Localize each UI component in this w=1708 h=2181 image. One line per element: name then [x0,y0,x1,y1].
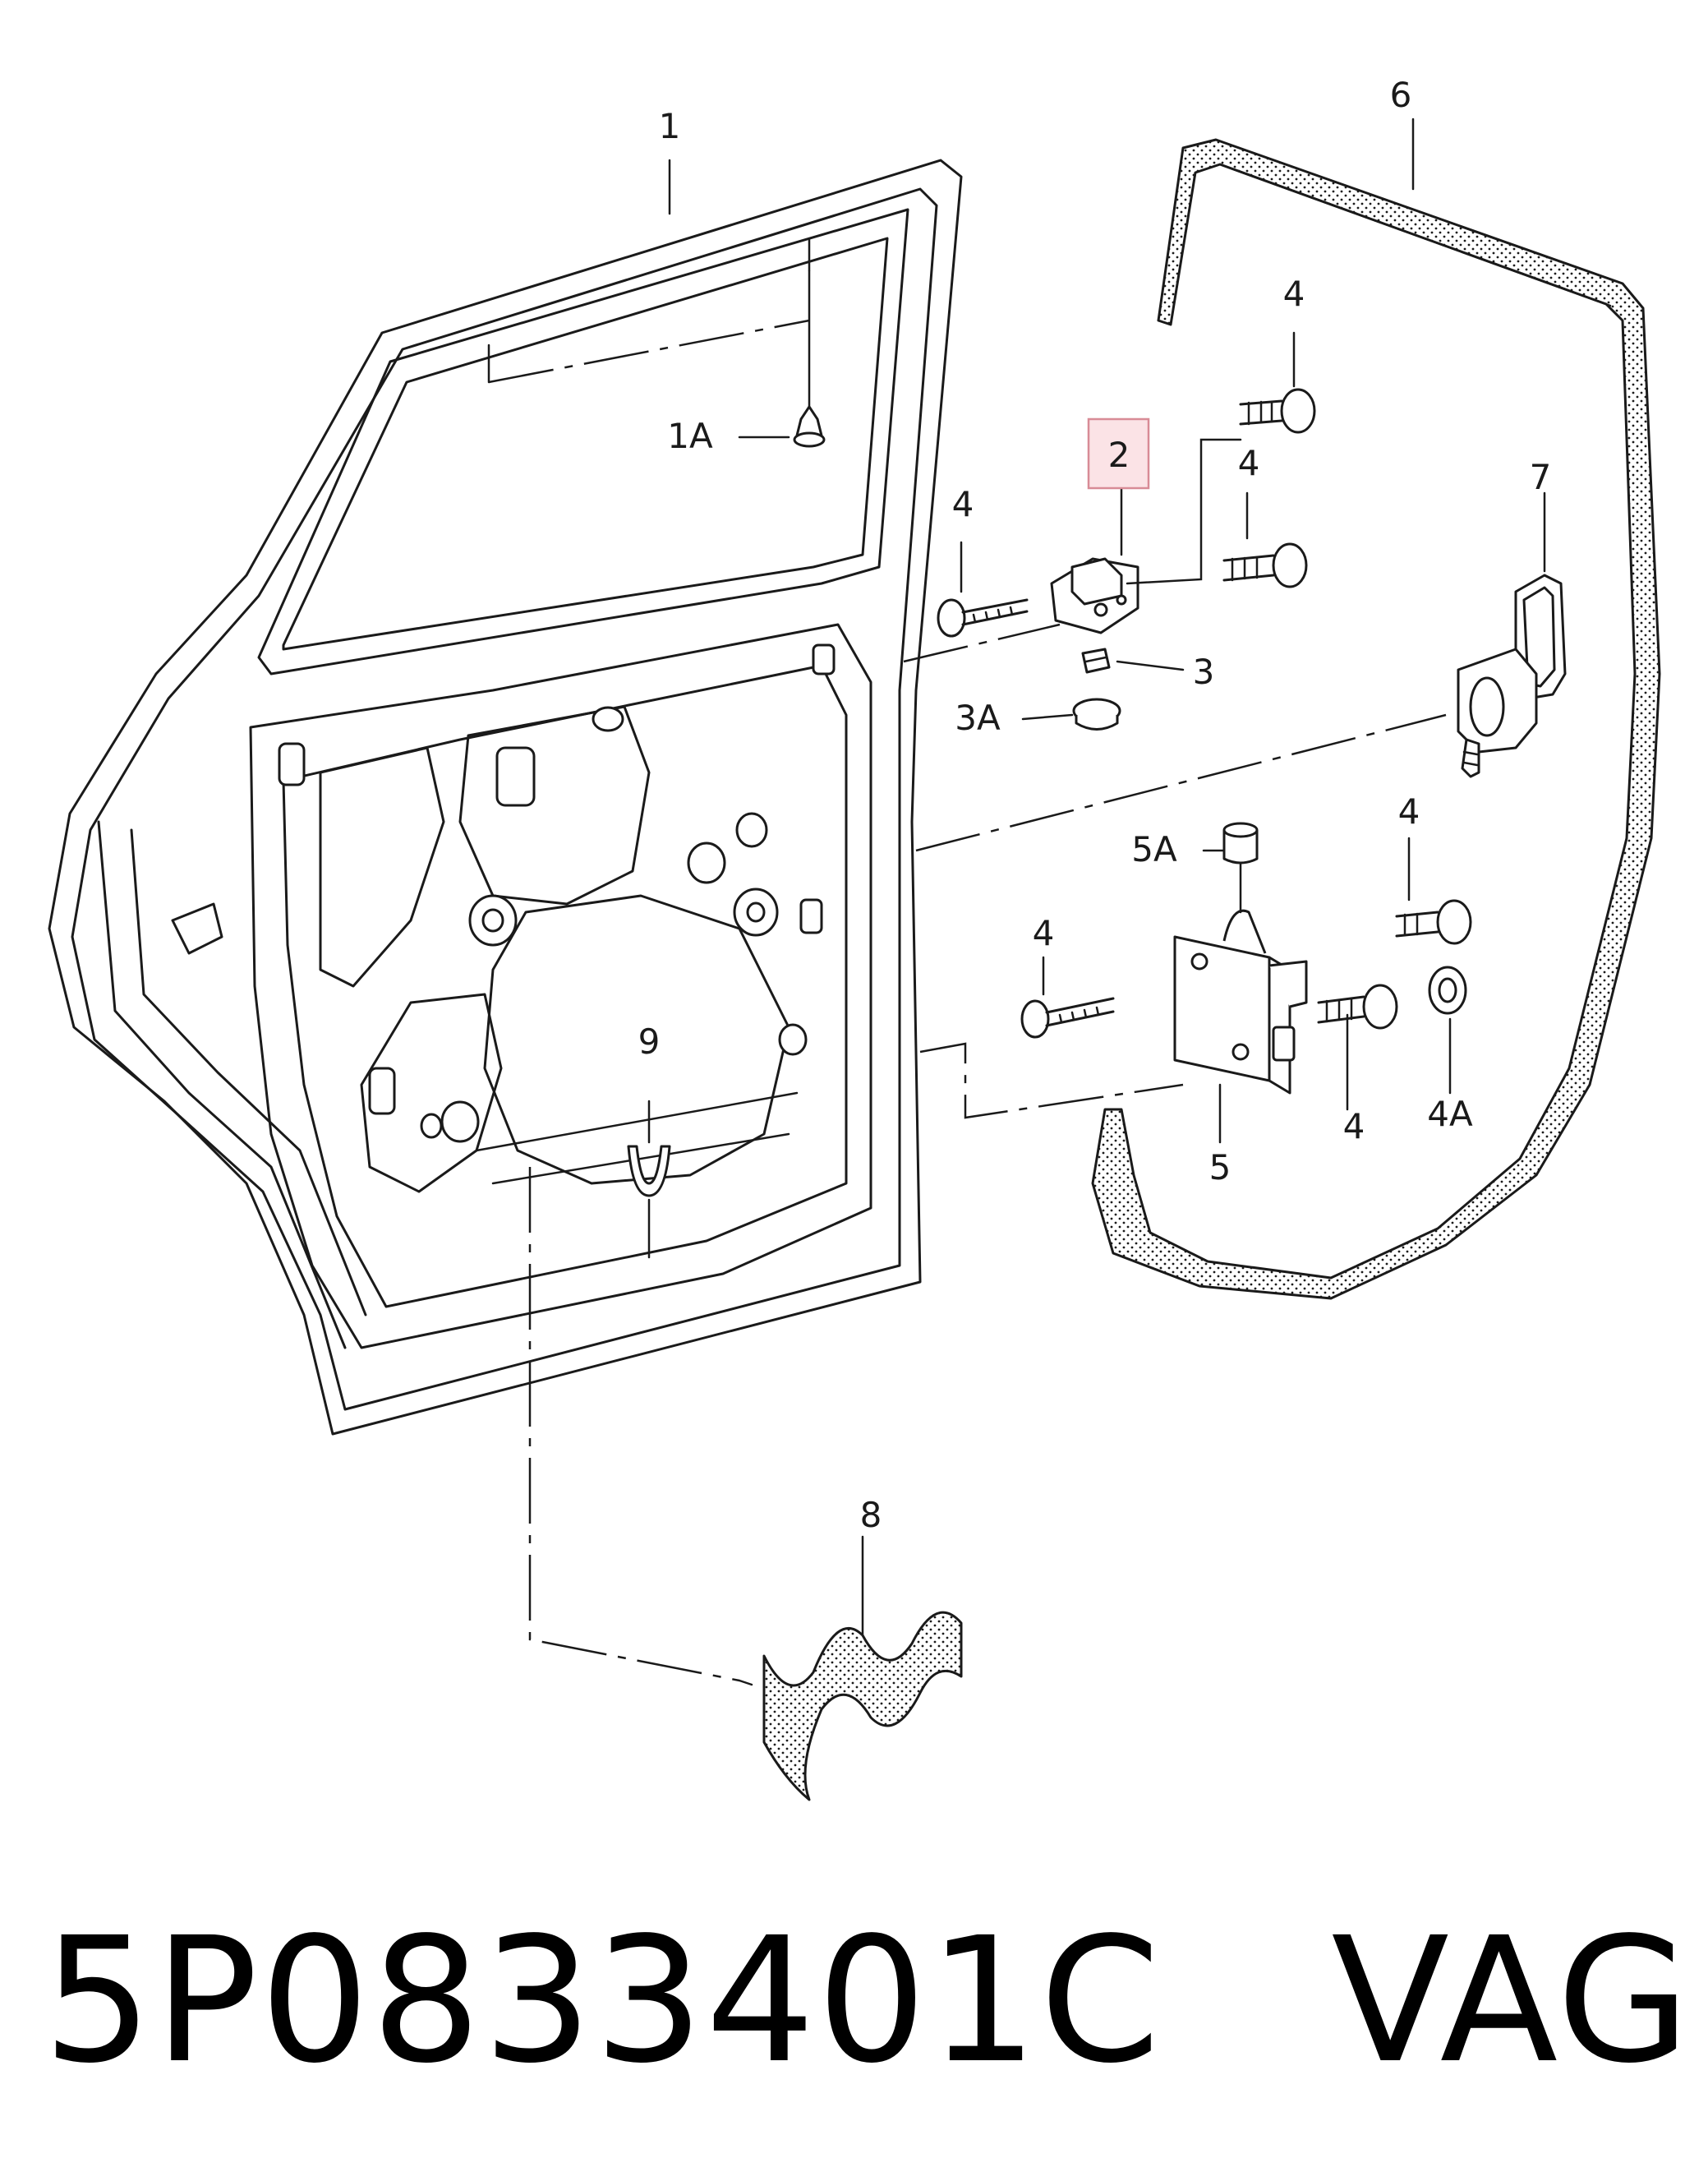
callout-4-lower-left: 4 [1033,913,1055,953]
part-number: 5P0833401C [43,1900,1162,2101]
assembly-leader-lines [528,623,1447,1686]
part-number-caption: 5P0833401C VAG [43,1915,1692,2087]
callout-4-bottom: 4 [1343,1106,1365,1146]
callout-5: 5 [1209,1147,1232,1187]
callout-4-lower-right: 4 [1398,791,1420,832]
callout-1a: 1A [667,416,713,456]
callout-7: 7 [1530,457,1552,497]
door-shell [48,159,963,1436]
hinge [1173,909,1308,1095]
callout-5a: 5A [1131,829,1177,869]
door-seal [1091,138,1661,1300]
callout-2: 2 [1108,435,1130,475]
clamp [627,1100,671,1259]
screw-upper-left [937,598,1029,638]
callout-labels: 1 1A 2 3 3A 4 4 4 4 4 4 4A 5 5A 6 7 8 9 [638,75,1552,1535]
clip-1a [738,405,826,448]
cap-5a [1222,822,1259,914]
screw-lower-right [1395,899,1472,945]
damping-pad [762,1535,963,1801]
screw-mid-right [1222,542,1308,588]
callout-6: 6 [1390,75,1412,115]
door-handle [1457,574,1567,778]
callout-9: 9 [638,1021,661,1062]
nut-3 [1081,648,1111,674]
striker-plate [1050,557,1139,634]
callout-4-mid-right: 4 [1238,443,1260,483]
brand-name: VAG [1331,1900,1692,2101]
callout-3a: 3A [955,698,1001,738]
screw-bottom [1317,984,1398,1030]
callout-4-top-right: 4 [1283,274,1305,314]
screw-top-right [1239,388,1316,434]
callout-8: 8 [860,1495,882,1535]
callout-leaders [668,118,1546,1144]
highlight-box-2 [1087,417,1150,490]
callout-3: 3 [1193,652,1215,692]
washer-4a [1428,966,1467,1015]
cap-3a [1072,698,1121,731]
screw-lower-left [1020,997,1115,1039]
callout-4a: 4A [1427,1094,1473,1134]
callout-1: 1 [659,106,681,146]
callout-4-upper-left: 4 [952,484,974,524]
